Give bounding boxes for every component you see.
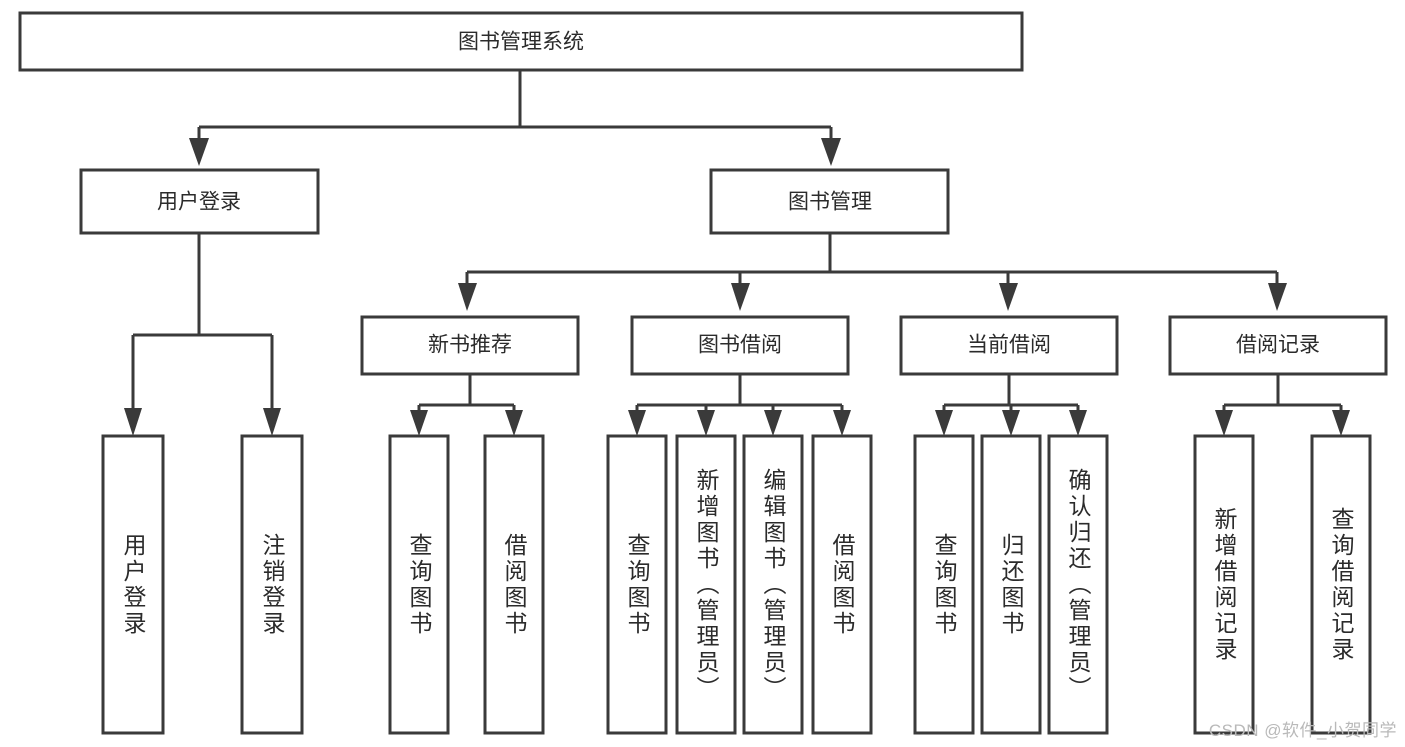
leaf-node-borrow-book-2[interactable]: 借阅图书 — [811, 434, 873, 735]
node-borrow-record-box[interactable] — [1168, 315, 1388, 376]
node-root[interactable]: 图书管理系统 — [18, 11, 1024, 72]
connector-group-current-borrow — [935, 374, 1087, 436]
node-current-borrow-box[interactable] — [899, 315, 1119, 376]
leaf-query-book-2-box[interactable] — [606, 434, 668, 735]
node-current-borrow[interactable]: 当前借阅 — [899, 315, 1119, 376]
node-new-book-recommend-box[interactable] — [360, 315, 580, 376]
node-book-borrow[interactable]: 图书借阅 — [630, 315, 850, 376]
node-book-borrow-label: 图书借阅 — [698, 334, 782, 357]
connector-group-root — [189, 70, 841, 166]
node-new-book-recommend[interactable]: 新书推荐 — [360, 315, 580, 376]
node-borrow-record-label: 借阅记录 — [1236, 334, 1320, 357]
node-book-manage[interactable]: 图书管理 — [709, 168, 950, 235]
arrow-head-book-borrow — [731, 283, 750, 311]
node-book-borrow-box[interactable] — [630, 315, 850, 376]
leaf-node-query-book-2[interactable]: 查询图书 — [606, 434, 668, 735]
leaf-borrow-book-1-box[interactable] — [483, 434, 545, 735]
connector-group-new-book-recommend — [410, 374, 523, 436]
leaf-add-book-label: 新增图书（管理员） — [693, 468, 720, 702]
leaf-borrow-book-2-box[interactable] — [811, 434, 873, 735]
node-current-borrow-label: 当前借阅 — [967, 334, 1051, 357]
leaf-user-login-label: 用户登录 — [120, 533, 147, 637]
node-root-box[interactable] — [18, 11, 1024, 72]
arrow-head-leaf-borrow-book-2 — [833, 410, 851, 436]
connector-group-book-manage — [458, 233, 1287, 311]
arrow-head-leaf-return-book — [1002, 410, 1020, 436]
arrow-head-leaf-edit-book — [764, 410, 782, 436]
leaf-query-record-box[interactable] — [1310, 434, 1372, 735]
leaf-return-book-box[interactable] — [980, 434, 1042, 735]
arrow-head-leaf-query-book-3 — [935, 410, 953, 436]
leaf-confirm-return-box[interactable] — [1047, 434, 1109, 735]
connector-group-borrow-record — [1215, 374, 1350, 436]
arrow-head-book-manage — [821, 138, 841, 166]
leaf-node-query-book-3[interactable]: 查询图书 — [913, 434, 975, 735]
leaf-add-record-box[interactable] — [1193, 434, 1255, 735]
arrow-head-leaf-logout-login — [263, 408, 281, 436]
node-book-manage-label: 图书管理 — [788, 191, 872, 214]
leaf-return-book-label: 归还图书 — [998, 533, 1025, 637]
leaf-query-book-1-box[interactable] — [388, 434, 450, 735]
arrow-head-leaf-query-book-1 — [410, 410, 428, 436]
leaf-query-book-3-box[interactable] — [913, 434, 975, 735]
node-root-label: 图书管理系统 — [458, 31, 584, 54]
connector-group-user-login — [124, 233, 281, 436]
leaf-borrow-book-1-label: 借阅图书 — [501, 533, 528, 637]
node-user-login[interactable]: 用户登录 — [79, 168, 320, 235]
leaf-node-user-login[interactable]: 用户登录 — [101, 434, 165, 735]
leaf-query-book-3-label: 查询图书 — [931, 533, 958, 637]
leaf-node-logout-login[interactable]: 注销登录 — [240, 434, 304, 735]
arrow-head-leaf-borrow-book-1 — [505, 410, 523, 436]
node-user-login-label: 用户登录 — [157, 191, 241, 214]
leaf-query-book-2-label: 查询图书 — [624, 533, 651, 637]
arrow-head-leaf-user-login — [124, 408, 142, 436]
arrow-head-current-borrow — [999, 283, 1018, 311]
leaf-add-book-box[interactable] — [675, 434, 737, 735]
leaf-node-borrow-book-1[interactable]: 借阅图书 — [483, 434, 545, 735]
leaf-add-record-label: 新增借阅记录 — [1211, 507, 1238, 663]
leaf-logout-login-label: 注销登录 — [259, 533, 286, 637]
leaf-edit-book-box[interactable] — [742, 434, 804, 735]
leaf-node-add-record[interactable]: 新增借阅记录 — [1193, 434, 1255, 735]
arrow-head-new-book-recommend — [458, 283, 477, 311]
leaf-node-query-book-1[interactable]: 查询图书 — [388, 434, 450, 735]
leaf-logout-login-box[interactable] — [240, 434, 304, 735]
leaf-node-edit-book[interactable]: 编辑图书（管理员） — [742, 434, 804, 735]
arrow-head-leaf-add-record — [1215, 410, 1233, 436]
leaf-query-book-1-label: 查询图书 — [406, 533, 433, 637]
arrow-head-leaf-query-book-2 — [628, 410, 646, 436]
leaf-node-confirm-return[interactable]: 确认归还（管理员） — [1047, 434, 1109, 735]
csdn-watermark: CSDN @软件_小贺同学 — [1208, 721, 1397, 740]
arrow-head-leaf-add-book — [697, 410, 715, 436]
node-new-book-recommend-label: 新书推荐 — [428, 334, 512, 357]
arrow-head-leaf-confirm-return — [1069, 410, 1087, 436]
arrow-head-user-login — [189, 138, 209, 166]
node-book-manage-box[interactable] — [709, 168, 950, 235]
arrow-head-borrow-record — [1268, 283, 1287, 311]
leaf-edit-book-label: 编辑图书（管理员） — [760, 468, 787, 702]
node-borrow-record[interactable]: 借阅记录 — [1168, 315, 1388, 376]
leaf-node-return-book[interactable]: 归还图书 — [980, 434, 1042, 735]
leaf-node-add-book[interactable]: 新增图书（管理员） — [675, 434, 737, 735]
leaf-node-query-record[interactable]: 查询借阅记录 — [1310, 434, 1372, 735]
leaf-confirm-return-label: 确认归还（管理员） — [1065, 468, 1092, 702]
connector-group-book-borrow — [628, 374, 851, 436]
leaf-borrow-book-2-label: 借阅图书 — [829, 533, 856, 637]
leaf-user-login-box[interactable] — [101, 434, 165, 735]
arrow-head-leaf-query-record — [1332, 410, 1350, 436]
leaf-query-record-label: 查询借阅记录 — [1328, 507, 1355, 663]
